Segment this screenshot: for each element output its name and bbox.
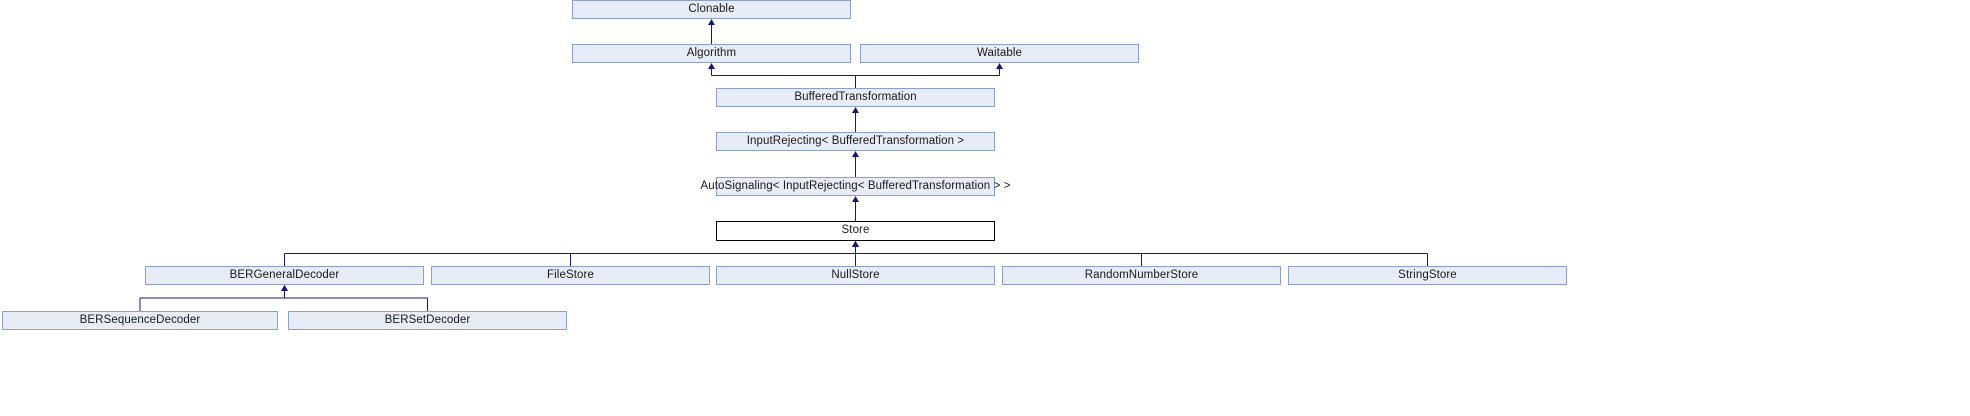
class-node-label: Algorithm <box>686 46 737 59</box>
edge-randomnumberstore-to-store <box>852 241 1143 266</box>
edge-bufferedtransformation-to-algorithm <box>708 63 857 88</box>
edge-bersequencedecoder-to-bergeneraldecoder <box>139 285 288 311</box>
edge-bersetdecoder-to-bergeneraldecoder <box>281 285 429 311</box>
edge-autosignaling-to-inputrejecting <box>852 151 859 177</box>
class-node-label: Clonable <box>688 2 735 15</box>
class-node-label: FileStore <box>547 268 594 281</box>
edge-inputrejecting-to-bufferedtransformation <box>852 107 859 132</box>
class-node-label: InputRejecting< BufferedTransformation > <box>746 134 965 147</box>
class-node-filestore[interactable]: FileStore <box>431 266 710 285</box>
class-node-label: BERSequenceDecoder <box>79 313 201 326</box>
edge-store-to-autosignaling <box>852 196 859 221</box>
class-node-label: BERSetDecoder <box>384 313 471 326</box>
class-node-label: AutoSignaling< InputRejecting< BufferedT… <box>700 179 1011 192</box>
class-node-label: StringStore <box>1398 268 1457 281</box>
edge-stringstore-to-store <box>852 241 1429 266</box>
class-node-nullstore[interactable]: NullStore <box>716 266 995 285</box>
edge-bergeneraldecoder-to-store <box>283 241 859 266</box>
class-node-algorithm[interactable]: Algorithm <box>572 44 851 63</box>
class-node-randomnumberstore[interactable]: RandomNumberStore <box>1002 266 1281 285</box>
class-node-bufferedtransformation[interactable]: BufferedTransformation <box>716 88 995 107</box>
class-node-store[interactable]: Store <box>716 221 995 241</box>
edge-nullstore-to-store <box>852 241 859 266</box>
class-node-waitable[interactable]: Waitable <box>860 44 1139 63</box>
edge-bufferedtransformation-to-waitable <box>854 63 1003 88</box>
class-node-label: Store <box>841 224 870 237</box>
class-node-bersequencedecoder[interactable]: BERSequenceDecoder <box>2 311 278 330</box>
class-node-clonable[interactable]: Clonable <box>572 0 851 19</box>
class-node-label: BufferedTransformation <box>794 90 917 103</box>
class-node-label: BERGeneralDecoder <box>229 268 340 281</box>
class-node-inputrejecting[interactable]: InputRejecting< BufferedTransformation > <box>716 132 995 151</box>
edge-algorithm-to-clonable <box>708 19 715 44</box>
class-node-bergeneraldecoder[interactable]: BERGeneralDecoder <box>145 266 424 285</box>
class-node-label: NullStore <box>831 268 880 281</box>
class-node-label: RandomNumberStore <box>1084 268 1199 281</box>
class-node-stringstore[interactable]: StringStore <box>1288 266 1567 285</box>
class-node-label: Waitable <box>976 46 1023 59</box>
edge-filestore-to-store <box>569 241 859 266</box>
class-node-bersetdecoder[interactable]: BERSetDecoder <box>288 311 567 330</box>
class-node-autosignaling[interactable]: AutoSignaling< InputRejecting< BufferedT… <box>701 177 1010 196</box>
